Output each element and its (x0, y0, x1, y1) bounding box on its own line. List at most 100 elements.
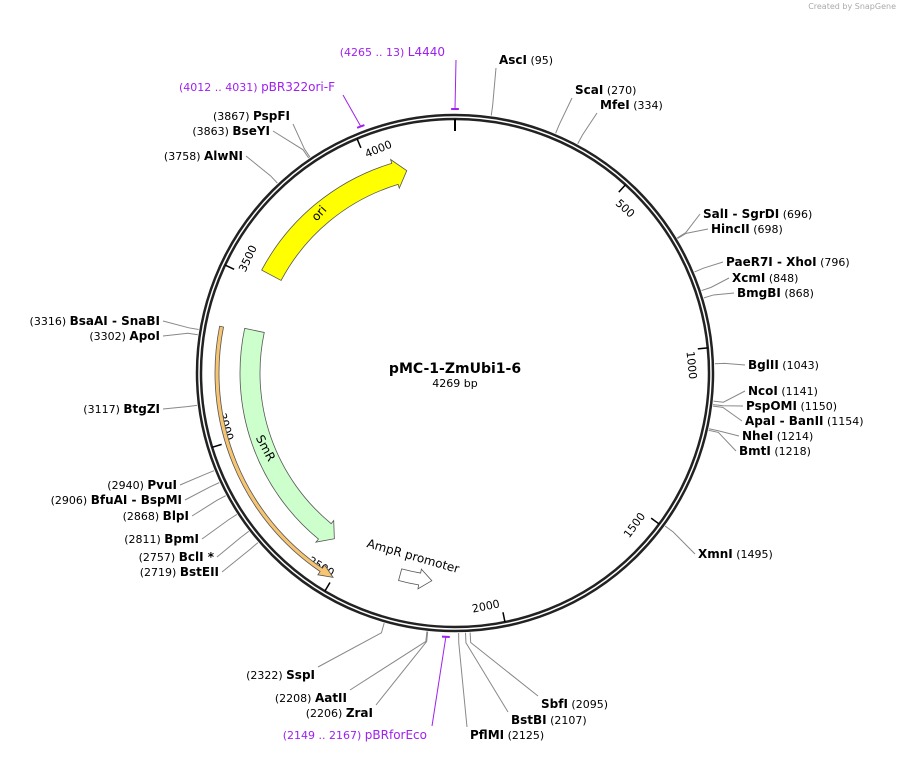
enzyme-leader-line (704, 293, 734, 298)
enzyme-position: (1495) (736, 548, 773, 561)
enzyme-label: XcmI (848) (732, 271, 798, 285)
enzyme-position: (270) (607, 84, 637, 97)
enzyme-leader-line (678, 229, 708, 239)
enzyme-name: NheI (742, 429, 773, 443)
enzyme-name: BtgZI (123, 402, 160, 416)
enzyme-label: (2906) BfuAI - BspMI (51, 493, 182, 507)
ampr-promoter-feature-arrow (399, 569, 432, 589)
enzyme-site: HincII (698) (678, 222, 783, 239)
enzyme-label: XmnI (1495) (698, 547, 773, 561)
enzyme-position: (2208) (275, 692, 312, 705)
enzyme-name: BseYI (232, 124, 270, 138)
enzyme-leader-line (202, 514, 237, 539)
enzyme-leader-line (273, 131, 309, 158)
enzyme-site: XmnI (1495) (665, 526, 773, 561)
enzyme-site: NheI (1214) (709, 429, 813, 443)
enzyme-leader-line (180, 471, 214, 485)
enzyme-label: (2757) BclI * (139, 550, 215, 564)
plasmid-name: pMC-1-ZmUbi1-6 (389, 361, 521, 377)
primer-label: (2149 .. 2167) pBRforEco (283, 728, 427, 742)
enzyme-position: (3758) (164, 150, 201, 163)
enzyme-label: SalI - SgrDI (696) (703, 207, 812, 221)
enzyme-leader-line (709, 429, 739, 436)
enzyme-position: (1141) (781, 385, 818, 398)
enzyme-name: ScaI (575, 83, 603, 97)
tick-label: 4000 (363, 138, 394, 161)
enzyme-leader-line (677, 214, 700, 238)
tick-mark (225, 265, 234, 269)
enzyme-name: SalI - SgrDI (703, 207, 779, 221)
enzyme-position: (3302) (89, 330, 126, 343)
enzyme-name: BclI * (179, 550, 215, 564)
enzyme-position: (2811) (124, 533, 161, 546)
enzyme-leader-line (217, 531, 249, 557)
enzyme-site: (2940) PvuI (107, 471, 214, 492)
enzyme-position: (2095) (571, 698, 608, 711)
enzyme-site: (3117) BtgZI (83, 402, 197, 416)
tick-label: 500 (613, 197, 637, 221)
enzyme-position: (848) (769, 272, 799, 285)
enzyme-site: (2206) ZraI (306, 632, 428, 720)
enzyme-position: (3316) (30, 315, 67, 328)
enzyme-label: BmtI (1218) (739, 444, 811, 458)
enzyme-name: ApaI - BanII (745, 414, 824, 428)
enzyme-name: SbfI (541, 697, 568, 711)
primer-leader-line (432, 637, 446, 726)
enzyme-name: BstEII (180, 565, 219, 579)
enzyme-label: BstBI (2107) (511, 713, 587, 727)
enzyme-position: (868) (784, 287, 814, 300)
enzyme-position: (3117) (83, 403, 120, 416)
enzyme-label: SbfI (2095) (541, 697, 608, 711)
tick-mark (651, 518, 659, 524)
enzyme-site: (3302) ApoI (89, 329, 197, 343)
enzyme-name: AatII (315, 691, 347, 705)
enzyme-position: (696) (783, 208, 813, 221)
enzyme-name: PflMI (470, 728, 504, 742)
enzyme-position: (2940) (107, 479, 144, 492)
enzyme-label: PflMI (2125) (470, 728, 544, 742)
enzyme-label: MfeI (334) (600, 98, 663, 112)
enzyme-label: NcoI (1141) (748, 384, 818, 398)
tick-mark (503, 612, 505, 622)
enzyme-leader-line (459, 633, 467, 727)
tick-mark (357, 139, 361, 148)
enzyme-position: (3863) (192, 125, 229, 138)
enzyme-name: HincII (711, 222, 750, 236)
enzyme-leader-line (665, 526, 695, 554)
enzyme-position: (1218) (774, 445, 811, 458)
enzyme-position: (796) (820, 256, 850, 269)
enzyme-label: ApaI - BanII (1154) (745, 414, 864, 428)
enzyme-position: (1150) (800, 400, 837, 413)
ampr-promoter-label: AmpR promoter (365, 536, 461, 576)
enzyme-name: BpmI (164, 532, 199, 546)
ori-feature-arrow (262, 159, 407, 280)
enzyme-position: (2868) (123, 510, 160, 523)
enzyme-name: AscI (499, 53, 527, 67)
enzyme-label: (3863) BseYI (192, 124, 270, 138)
enzyme-label: PspOMI (1150) (746, 399, 837, 413)
enzyme-name: XmnI (698, 547, 733, 561)
smr-feature-arrow (240, 328, 334, 542)
enzyme-position: (1214) (777, 430, 814, 443)
enzyme-site: (3316) BsaAI - SnaBI (30, 314, 199, 329)
primer-label: (4265 .. 13) L4440 (340, 45, 445, 59)
enzyme-label: BglII (1043) (748, 358, 819, 372)
enzyme-name: PspOMI (746, 399, 797, 413)
enzyme-leader-line (470, 633, 538, 696)
enzyme-name: ApoI (129, 329, 160, 343)
enzyme-leader-line (192, 496, 226, 516)
enzyme-position: (2719) (140, 566, 177, 579)
enzyme-leader-line (350, 631, 427, 690)
enzyme-label: (3302) ApoI (89, 329, 160, 343)
enzyme-label: (2811) BpmI (124, 532, 199, 546)
enzyme-site: (2322) SspI (246, 623, 384, 682)
enzyme-position: (1043) (782, 359, 819, 372)
enzyme-name: BlpI (163, 509, 189, 523)
tick-mark (325, 583, 330, 592)
enzyme-site: PaeR7I - XhoI (796) (695, 255, 850, 272)
enzyme-position: (3867) (213, 110, 250, 123)
enzyme-label: (2208) AatII (275, 691, 347, 705)
enzyme-name: BglII (748, 358, 779, 372)
enzyme-label: PaeR7I - XhoI (796) (726, 255, 850, 269)
enzyme-position: (2107) (550, 714, 587, 727)
